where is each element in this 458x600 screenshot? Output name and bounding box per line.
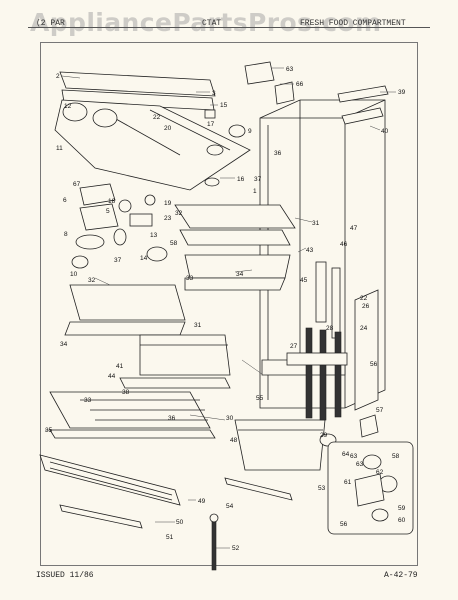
callout-26: 26 bbox=[362, 303, 370, 310]
callout-15: 15 bbox=[220, 102, 228, 109]
callout-60: 60 bbox=[398, 517, 406, 524]
callout-56-right: 56 bbox=[370, 361, 378, 368]
callout-14: 14 bbox=[140, 255, 148, 262]
callout-51: 51 bbox=[166, 534, 174, 541]
header-left: (2 PAR bbox=[36, 19, 65, 28]
callout-57: 57 bbox=[376, 407, 384, 414]
top-cover bbox=[54, 71, 251, 191]
callout-49: 49 bbox=[198, 498, 206, 505]
callout-2: 2 bbox=[56, 73, 60, 80]
callout-33-low: 33 bbox=[84, 397, 92, 404]
callout-36-top: 36 bbox=[274, 150, 282, 157]
header-rule bbox=[28, 27, 430, 28]
callout-63-inset2: 63 bbox=[356, 461, 364, 468]
callout-16: 16 bbox=[237, 176, 245, 183]
callout-1: 1 bbox=[253, 188, 257, 195]
callout-61: 61 bbox=[344, 479, 352, 486]
rails-brackets bbox=[244, 61, 389, 125]
callout-31-top: 31 bbox=[312, 220, 320, 227]
controls-small-parts bbox=[71, 183, 168, 269]
diagram-code: A-42-79 bbox=[384, 571, 418, 580]
callout-3: 3 bbox=[212, 90, 216, 97]
callout-22-right: 22 bbox=[360, 295, 368, 302]
callout-63-top: 63 bbox=[286, 66, 294, 73]
header-center: CTAT bbox=[202, 19, 222, 28]
leader-lines bbox=[45, 67, 396, 549]
callout-34-mid: 34 bbox=[236, 271, 244, 278]
callout-43: 43 bbox=[306, 247, 314, 254]
glass-shelves bbox=[49, 204, 296, 439]
callout-34-left: 34 bbox=[60, 341, 68, 348]
callout-45: 45 bbox=[300, 277, 308, 284]
callout-24: 24 bbox=[360, 325, 368, 332]
callout-64: 64 bbox=[342, 451, 350, 458]
callout-19: 19 bbox=[164, 200, 172, 207]
callout-33-mid: 33 bbox=[186, 275, 194, 282]
callout-12: 12 bbox=[64, 103, 72, 110]
callout-59: 59 bbox=[398, 505, 406, 512]
callout-8: 8 bbox=[64, 231, 68, 238]
callout-56-inset: 56 bbox=[340, 521, 348, 528]
issue-date: ISSUED 11/86 bbox=[36, 571, 94, 580]
callout-37-mid: 37 bbox=[114, 257, 122, 264]
diagram-frame bbox=[40, 42, 418, 566]
callout-55: 55 bbox=[256, 395, 264, 402]
callout-47: 47 bbox=[350, 225, 358, 232]
callout-23: 23 bbox=[164, 215, 172, 222]
callout-22-top: 22 bbox=[153, 114, 161, 121]
drawers bbox=[119, 254, 326, 471]
callout-28: 28 bbox=[326, 325, 334, 332]
callout-40: 40 bbox=[381, 128, 389, 135]
watermark: AppliancePartsPros.com bbox=[30, 8, 382, 37]
callout-6: 6 bbox=[63, 197, 67, 204]
callout-67: 67 bbox=[73, 181, 81, 188]
bottom-parts bbox=[39, 454, 293, 571]
callout-36-low: 36 bbox=[168, 415, 176, 422]
callout-50: 50 bbox=[176, 519, 184, 526]
callout-17: 17 bbox=[207, 121, 215, 128]
callout-41: 41 bbox=[116, 363, 124, 370]
callout-52: 52 bbox=[232, 545, 240, 552]
callout-48: 48 bbox=[230, 437, 238, 444]
callout-11: 11 bbox=[56, 145, 63, 152]
callout-31-mid: 31 bbox=[194, 322, 202, 329]
detail-inset bbox=[327, 441, 414, 535]
rail-assembly bbox=[286, 261, 379, 447]
callout-30: 30 bbox=[226, 415, 234, 422]
callout-54: 54 bbox=[226, 503, 234, 510]
callout-44: 44 bbox=[108, 373, 116, 380]
callout-20: 20 bbox=[164, 125, 172, 132]
callout-62: 62 bbox=[376, 469, 384, 476]
callout-5: 5 bbox=[106, 208, 110, 215]
callout-29: 29 bbox=[320, 432, 328, 439]
callout-46: 46 bbox=[340, 241, 348, 248]
callout-32-top: 32 bbox=[175, 210, 183, 217]
callout-39: 39 bbox=[398, 89, 406, 96]
callout-13: 13 bbox=[150, 232, 158, 239]
callout-58-inset: 58 bbox=[392, 453, 400, 460]
header-title: FRESH FOOD COMPARTMENT bbox=[300, 19, 406, 28]
callout-35: 35 bbox=[45, 427, 53, 434]
callout-38: 38 bbox=[122, 389, 130, 396]
callout-37-top: 37 bbox=[254, 176, 262, 183]
callout-53: 53 bbox=[318, 485, 326, 492]
callout-18: 18 bbox=[108, 198, 116, 205]
callout-58-left: 58 bbox=[170, 240, 178, 247]
callout-10: 10 bbox=[70, 271, 78, 278]
callout-numbers: 2 3 15 63 66 39 12 22 20 17 9 11 40 36 1… bbox=[45, 66, 406, 552]
callout-32-mid: 32 bbox=[88, 277, 96, 284]
callout-9: 9 bbox=[248, 128, 252, 135]
callout-63-inset: 63 bbox=[350, 453, 358, 460]
callout-66: 66 bbox=[296, 81, 304, 88]
callout-27: 27 bbox=[290, 343, 298, 350]
